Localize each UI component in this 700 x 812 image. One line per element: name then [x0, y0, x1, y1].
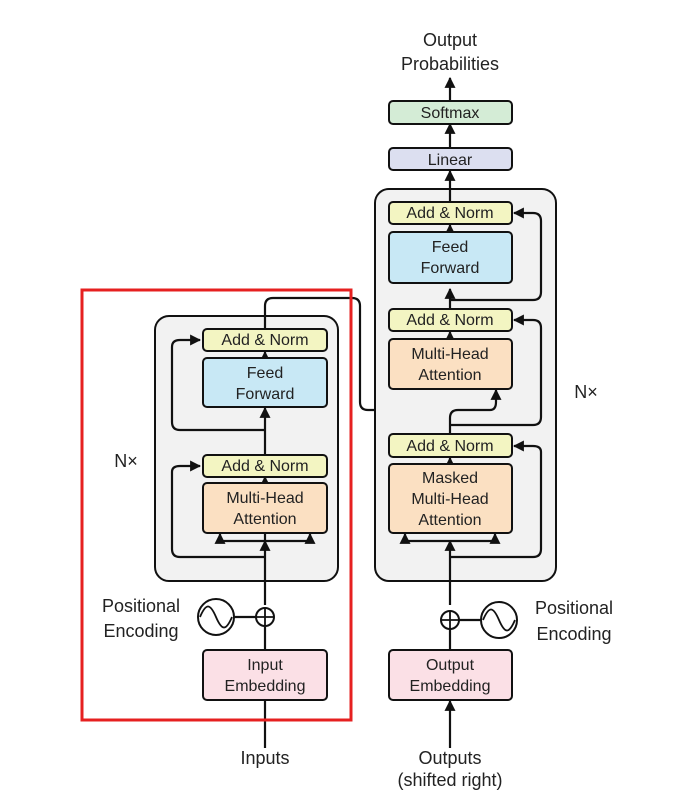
encoder-positional-label-2: Encoding	[103, 621, 178, 641]
linear-box	[388, 147, 513, 171]
decoder-repeat-label: N×	[574, 382, 598, 402]
linear-label: Linear	[428, 152, 473, 169]
decoder-add-norm-bottom	[388, 433, 513, 458]
decoder-masked-attention-label-3: Attention	[418, 512, 481, 529]
decoder-cross-attention	[388, 338, 513, 390]
decoder-cross-attention-label-2: Attention	[418, 367, 481, 384]
decoder-masked-attention-label-2: Multi-Head	[411, 491, 488, 508]
encoder-attention-label-2: Attention	[233, 511, 296, 528]
output-probabilities-label-2: Probabilities	[401, 54, 499, 74]
encoder-wires	[170, 296, 509, 748]
outputs-label-2: (shifted right)	[397, 770, 502, 790]
encoder-add-norm-top-label: Add & Norm	[221, 332, 308, 349]
softmax-box	[388, 100, 513, 125]
decoder-positional-label-2: Encoding	[536, 624, 611, 644]
encoder-attention-label-1: Multi-Head	[226, 490, 303, 507]
decoder-masked-attention-label-1: Masked	[422, 470, 478, 487]
decoder-positional-label-1: Positional	[535, 598, 613, 618]
inputs-label: Inputs	[240, 748, 289, 768]
decoder-add-norm-top	[388, 201, 513, 225]
decoder-add-norm-bottom-label: Add & Norm	[406, 438, 493, 455]
softmax-label: Softmax	[421, 105, 480, 122]
decoder-add-norm-middle-label: Add & Norm	[406, 312, 493, 329]
encoder-multi-head-attention	[202, 482, 328, 534]
decoder-add-norm-top-label: Add & Norm	[406, 205, 493, 222]
encoder-positional-label-1: Positional	[102, 596, 180, 616]
decoder-masked-attention	[388, 463, 513, 534]
decoder-feed-forward	[388, 231, 513, 284]
decoder-wires	[399, 76, 543, 748]
output-embedding-label-2: Embedding	[410, 678, 491, 695]
input-embedding-label-2: Embedding	[225, 678, 306, 695]
outputs-label-1: Outputs	[418, 748, 481, 768]
encoder-add-norm-top	[202, 328, 328, 352]
encoder-sine-wave-icon	[199, 605, 233, 629]
output-embedding	[388, 649, 513, 701]
decoder-feed-forward-label-2: Forward	[421, 260, 480, 277]
decoder-sine-wave-icon	[482, 608, 516, 632]
output-probabilities-label-1: Output	[423, 30, 477, 50]
input-embedding	[202, 649, 328, 701]
encoder-repeat-label: N×	[114, 451, 138, 471]
encoder-feed-forward-label-2: Forward	[236, 386, 295, 403]
decoder-add-norm-middle	[388, 308, 513, 332]
encoder-add-norm-bottom	[202, 454, 328, 478]
encoder-add-norm-bottom-label: Add & Norm	[221, 458, 308, 475]
encoder-feed-forward-label-1: Feed	[247, 365, 283, 382]
decoder-feed-forward-label-1: Feed	[432, 239, 468, 256]
encoder-feed-forward	[202, 357, 328, 408]
decoder-cross-attention-label-1: Multi-Head	[411, 346, 488, 363]
output-embedding-label-1: Output	[426, 657, 475, 674]
input-embedding-label-1: Input	[247, 657, 283, 674]
encoder-highlight-box	[80, 288, 353, 722]
